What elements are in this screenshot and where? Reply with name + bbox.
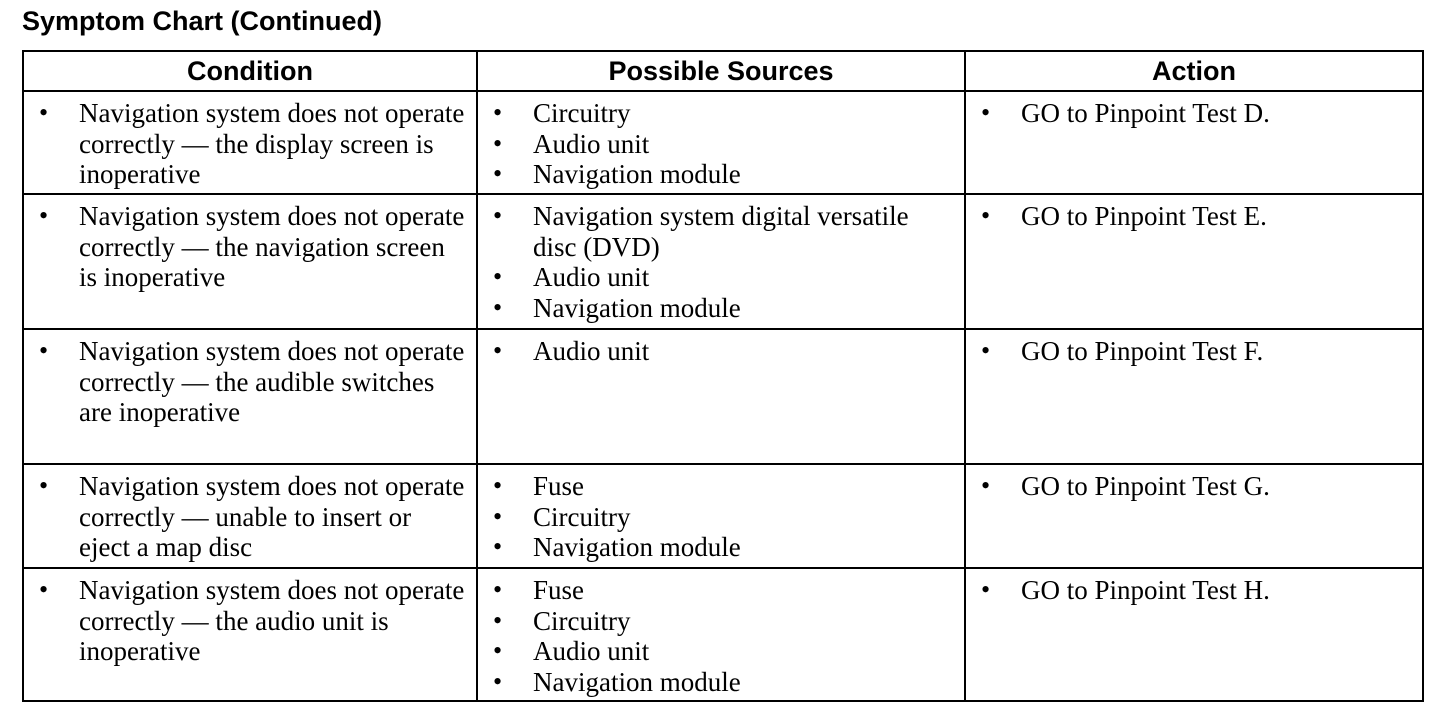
list-item: Navigation system digital versatile disc… (486, 201, 956, 262)
list-item: Audio unit (486, 129, 956, 160)
list-item: Navigation module (486, 293, 956, 324)
condition-cell: Navigation system does not operate corre… (22, 328, 478, 465)
condition-cell: Navigation system does not operate corre… (22, 90, 478, 195)
table-row: Navigation system does not operate corre… (22, 90, 1424, 195)
list-item: GO to Pinpoint Test D. (974, 98, 1414, 129)
list-item: GO to Pinpoint Test H. (974, 575, 1414, 606)
list-item: GO to Pinpoint Test F. (974, 336, 1414, 367)
header-action: Action (964, 50, 1424, 92)
table-row: Navigation system does not operate corre… (22, 463, 1424, 569)
list-item: Fuse (486, 575, 956, 606)
page-title: Symptom Chart (Continued) (22, 6, 382, 36)
header-possible-sources: Possible Sources (476, 50, 966, 92)
list-item: GO to Pinpoint Test G. (974, 471, 1414, 502)
list-item: Navigation system does not operate corre… (32, 471, 468, 563)
action-cell: GO to Pinpoint Test D. (964, 90, 1424, 195)
sources-cell: Audio unit (476, 328, 966, 465)
list-item: Navigation system does not operate corre… (32, 98, 468, 190)
list-item: Navigation module (486, 159, 956, 190)
condition-cell: Navigation system does not operate corre… (22, 193, 478, 330)
sources-cell: Navigation system digital versatile disc… (476, 193, 966, 330)
sources-cell: Circuitry Audio unit Navigation module (476, 90, 966, 195)
list-item: GO to Pinpoint Test E. (974, 201, 1414, 232)
list-item: Navigation system does not operate corre… (32, 575, 468, 667)
table-header-row: Condition Possible Sources Action (22, 50, 1424, 92)
condition-cell: Navigation system does not operate corre… (22, 567, 478, 702)
action-cell: GO to Pinpoint Test G. (964, 463, 1424, 569)
list-item: Audio unit (486, 336, 956, 367)
sources-cell: Fuse Circuitry Navigation module (476, 463, 966, 569)
list-item: Circuitry (486, 98, 956, 129)
sources-cell: Fuse Circuitry Audio unit Navigation mod… (476, 567, 966, 702)
action-cell: GO to Pinpoint Test F. (964, 328, 1424, 465)
list-item: Fuse (486, 471, 956, 502)
list-item: Navigation module (486, 532, 956, 563)
list-item: Navigation system does not operate corre… (32, 336, 468, 428)
list-item: Audio unit (486, 262, 956, 293)
table-row: Navigation system does not operate corre… (22, 328, 1424, 465)
list-item: Circuitry (486, 606, 956, 637)
list-item: Audio unit (486, 636, 956, 667)
list-item: Navigation module (486, 667, 956, 698)
action-cell: GO to Pinpoint Test E. (964, 193, 1424, 330)
list-item: Navigation system does not operate corre… (32, 201, 468, 293)
condition-cell: Navigation system does not operate corre… (22, 463, 478, 569)
list-item: Circuitry (486, 502, 956, 533)
action-cell: GO to Pinpoint Test H. (964, 567, 1424, 702)
table-row: Navigation system does not operate corre… (22, 193, 1424, 330)
header-condition: Condition (22, 50, 478, 92)
table-row: Navigation system does not operate corre… (22, 567, 1424, 702)
symptom-chart-table: Condition Possible Sources Action Naviga… (22, 50, 1424, 702)
